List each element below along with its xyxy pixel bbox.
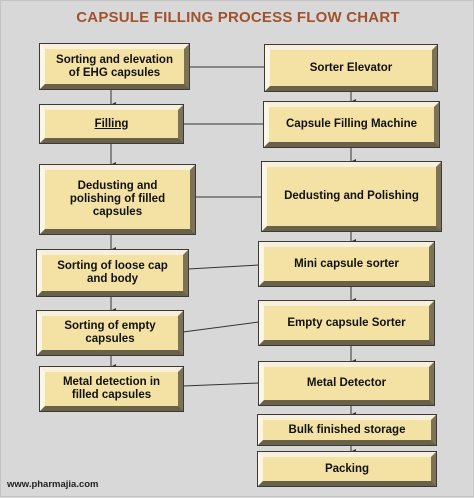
left-step-1-label: Sorting and elevation of EHG capsules	[56, 53, 173, 79]
right-step-2: Capsule Filling Machine	[263, 101, 440, 148]
left-step-4: Sorting of loose cap and body	[36, 249, 189, 297]
link-row-5	[182, 321, 260, 333]
left-step-3-label: Dedusting and polishing of filled capsul…	[69, 180, 166, 218]
left-step-6-label: Metal detection in filled capsules	[62, 376, 161, 401]
left-step-6: Metal detection in filled capsules	[39, 366, 184, 412]
right-step-6-label: Metal Detector	[306, 377, 387, 389]
right-step-3-label: Dedusting and Polishing	[284, 190, 419, 202]
right-step-5-label: Empty capsule Sorter	[287, 316, 406, 329]
left-step-4-label: Sorting of loose cap and body	[57, 260, 168, 285]
right-step-6: Metal Detector	[258, 361, 435, 406]
right-step-4: Mini capsule sorter	[258, 241, 435, 287]
right-step-7-label: Bulk finished storage	[288, 423, 406, 436]
source-footer: www.pharmajia.com	[7, 479, 99, 490]
right-step-3: Dedusting and Polishing	[261, 161, 442, 232]
right-step-5: Empty capsule Sorter	[258, 300, 435, 346]
right-step-1: Sorter Elevator	[264, 44, 438, 92]
right-step-8-label: Packing	[324, 462, 370, 475]
right-step-4-label: Mini capsule sorter	[294, 257, 399, 270]
left-step-2: Filling	[39, 104, 184, 144]
left-step-1: Sorting and elevation of EHG capsules	[39, 43, 190, 90]
left-step-5: Sorting of empty capsules	[36, 310, 184, 356]
link-row-4	[187, 264, 260, 270]
right-step-2-label: Capsule Filling Machine	[286, 118, 417, 130]
right-step-8: Packing	[257, 451, 437, 487]
right-step-1-label: Sorter Elevator	[309, 61, 393, 74]
left-step-2-label: Filling	[94, 117, 129, 130]
left-step-3: Dedusting and polishing of filled capsul…	[39, 164, 196, 235]
chart-title: CAPSULE FILLING PROCESS FLOW CHART	[76, 9, 400, 26]
left-step-5-label: Sorting of empty capsules	[64, 320, 156, 345]
right-step-7: Bulk finished storage	[257, 414, 437, 446]
link-row-6	[182, 382, 260, 387]
